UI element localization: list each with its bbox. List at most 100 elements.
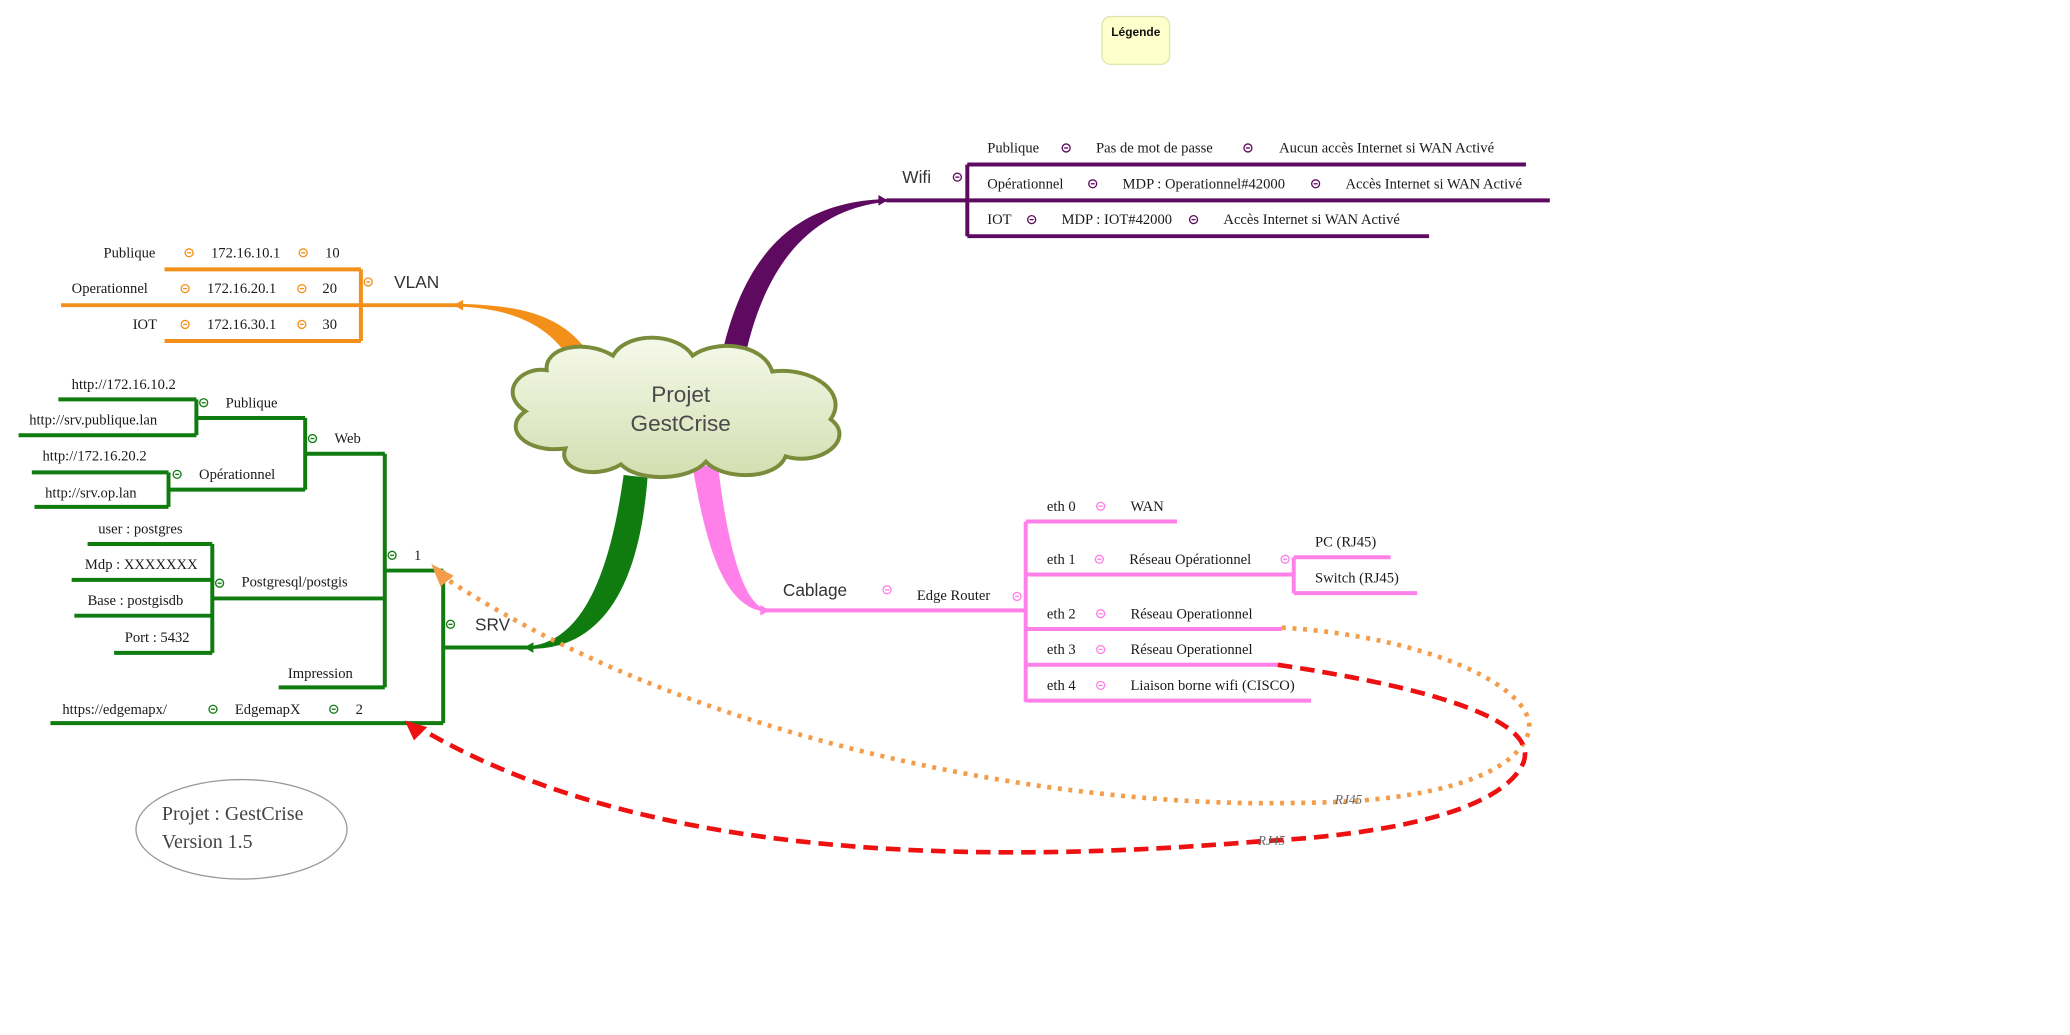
srv-url[interactable]: https://edgemapx/	[62, 701, 167, 718]
srv-postgres[interactable]: Postgresql/postgis	[241, 574, 348, 591]
branch-srv	[528, 475, 648, 649]
srv-postgres-item[interactable]: Base : postgisdb	[87, 593, 184, 610]
vlan-collapse-icon[interactable]	[180, 283, 190, 294]
cablage-collapse-icon[interactable]	[1280, 554, 1290, 564]
vlan-lines	[61, 267, 458, 344]
vlan-row-ip[interactable]: 172.16.20.1	[206, 281, 277, 298]
wifi-collapse-icon[interactable]	[1061, 143, 1071, 153]
vlan-row-ip[interactable]: 172.16.10.1	[210, 245, 281, 262]
wifi-row-access[interactable]: Accès Internet si WAN Activé	[1345, 176, 1522, 193]
wifi-collapse-icon[interactable]	[1188, 214, 1199, 225]
srv-lines	[18, 397, 529, 726]
srv-collapse-icon[interactable]	[172, 469, 182, 480]
root-title-line2: GestCrise	[630, 411, 731, 437]
vlan-row-ip[interactable]: 172.16.30.1	[206, 317, 277, 334]
wifi-topic[interactable]: Wifi	[902, 167, 932, 188]
router-port[interactable]: eth 3	[1046, 642, 1076, 659]
router-port-target[interactable]: Liaison borne wifi (CISCO)	[1130, 678, 1295, 694]
cablage-router[interactable]: Edge Router	[916, 587, 991, 604]
srv-url[interactable]: http://172.16.20.2	[42, 448, 147, 465]
wifi-collapse-icon[interactable]	[1243, 143, 1253, 153]
srv-edgemapx[interactable]: EdgemapX	[234, 701, 301, 718]
vlan-collapse-icon[interactable]	[184, 248, 194, 258]
router-port[interactable]: eth 1	[1046, 551, 1076, 568]
srv-postgres-item[interactable]: user : postgres	[98, 521, 183, 538]
cablage-collapse-icon[interactable]	[1096, 609, 1106, 619]
router-port-target[interactable]: Réseau Operationnel	[1130, 606, 1253, 623]
srv-topic[interactable]: SRV	[475, 614, 511, 635]
router-port-target[interactable]: Réseau Operationnel	[1130, 642, 1253, 659]
wifi-row-name[interactable]: Publique	[987, 140, 1040, 157]
srv-collapse-icon[interactable]	[307, 433, 318, 444]
wifi-row-password[interactable]: MDP : Operationnel#42000	[1122, 176, 1285, 193]
link-orange-arrowhead	[431, 563, 454, 587]
version-callout[interactable]: Projet : GestCrise Version 1.5	[135, 778, 348, 880]
vlan-topic[interactable]: VLAN	[394, 272, 440, 292]
srv-url[interactable]: http://srv.op.lan	[45, 485, 137, 502]
wifi-arrow	[878, 195, 888, 206]
srv-collapse-icon[interactable]	[214, 578, 225, 588]
srv-url[interactable]: http://srv.publique.lan	[29, 412, 158, 429]
link-rj45-red	[416, 662, 1528, 855]
vlan-collapse-icon[interactable]	[297, 283, 307, 294]
srv-url[interactable]: http://172.16.10.2	[71, 376, 176, 393]
cablage-collapse-icon[interactable]	[1096, 680, 1106, 690]
wifi-row-access[interactable]: Accès Internet si WAN Activé	[1223, 212, 1400, 229]
vlan-row-id[interactable]: 10	[325, 245, 340, 262]
root-title-line1: Projet	[651, 382, 711, 408]
root-topic[interactable]: Projet GestCrise	[601, 381, 760, 439]
router-port[interactable]: eth 4	[1046, 678, 1076, 694]
wifi-row-password[interactable]: MDP : IOT#42000	[1061, 212, 1173, 229]
srv-arrow	[524, 642, 534, 653]
vlan-row-id[interactable]: 30	[322, 317, 338, 334]
wifi-lines	[886, 162, 1550, 239]
srv-collapse-icon[interactable]	[208, 704, 218, 714]
router-port[interactable]: eth 2	[1046, 606, 1076, 623]
wifi-row-password[interactable]: Pas de mot de passe	[1096, 140, 1213, 157]
link-label-orange[interactable]: RJ45	[1334, 793, 1363, 809]
version-line2: Version 1.5	[161, 831, 253, 854]
branch-wifi	[720, 199, 887, 367]
srv-collapse-icon[interactable]	[329, 704, 339, 714]
cablage-collapse-icon[interactable]	[1012, 591, 1022, 602]
wifi-collapse-icon[interactable]	[1310, 179, 1321, 189]
wifi-collapse-icon[interactable]	[1088, 179, 1098, 189]
srv-postgres-item[interactable]: Mdp : XXXXXXX	[84, 557, 198, 574]
wifi-row-name[interactable]: IOT	[987, 212, 1012, 229]
srv-web[interactable]: Web	[334, 431, 361, 448]
cablage-collapse-icon[interactable]	[1094, 554, 1104, 564]
vlan-collapse-icon[interactable]	[297, 319, 307, 330]
srv-collapse-icon[interactable]	[445, 619, 456, 629]
link-label-red[interactable]: RJ45	[1257, 834, 1286, 850]
router-port-target[interactable]: WAN	[1130, 498, 1164, 515]
vlan-row-id[interactable]: 20	[322, 281, 338, 298]
vlan-row-name[interactable]: Operationnel	[71, 281, 148, 298]
wifi-collapse-icon[interactable]	[1027, 214, 1037, 225]
srv-node-1[interactable]: 1	[413, 548, 422, 564]
vlan-collapse-icon[interactable]	[363, 277, 373, 287]
cablage-collapse-icon[interactable]	[1096, 501, 1106, 511]
cablage-collapse-icon[interactable]	[882, 585, 892, 595]
srv-postgres-item[interactable]: Port : 5432	[124, 630, 190, 647]
srv-node-2[interactable]: 2	[355, 701, 363, 718]
cablage-topic[interactable]: Cablage	[782, 579, 848, 600]
vlan-collapse-icon[interactable]	[298, 248, 308, 258]
wifi-row-name[interactable]: Opérationnel	[987, 176, 1064, 193]
vlan-row-name[interactable]: IOT	[132, 317, 158, 334]
cablage-collapse-icon[interactable]	[1096, 644, 1106, 655]
wifi-collapse-icon[interactable]	[952, 172, 963, 182]
srv-web-publique[interactable]: Publique	[225, 395, 278, 412]
router-port[interactable]: eth 0	[1046, 498, 1076, 515]
srv-impression[interactable]: Impression	[287, 666, 353, 683]
legend-box[interactable]: Légende	[1101, 15, 1171, 66]
srv-collapse-icon[interactable]	[387, 550, 397, 560]
eth1-child[interactable]: PC (RJ45)	[1314, 534, 1377, 551]
eth1-child[interactable]: Switch (RJ45)	[1314, 570, 1399, 587]
srv-web-operationnel[interactable]: Opérationnel	[199, 467, 276, 483]
wifi-row-access[interactable]: Aucun accès Internet si WAN Activé	[1279, 140, 1495, 157]
router-port-target[interactable]: Réseau Opérationnel	[1129, 551, 1252, 568]
vlan-row-name[interactable]: Publique	[103, 245, 156, 262]
srv-collapse-icon[interactable]	[199, 398, 209, 408]
vlan-collapse-icon[interactable]	[180, 319, 190, 330]
